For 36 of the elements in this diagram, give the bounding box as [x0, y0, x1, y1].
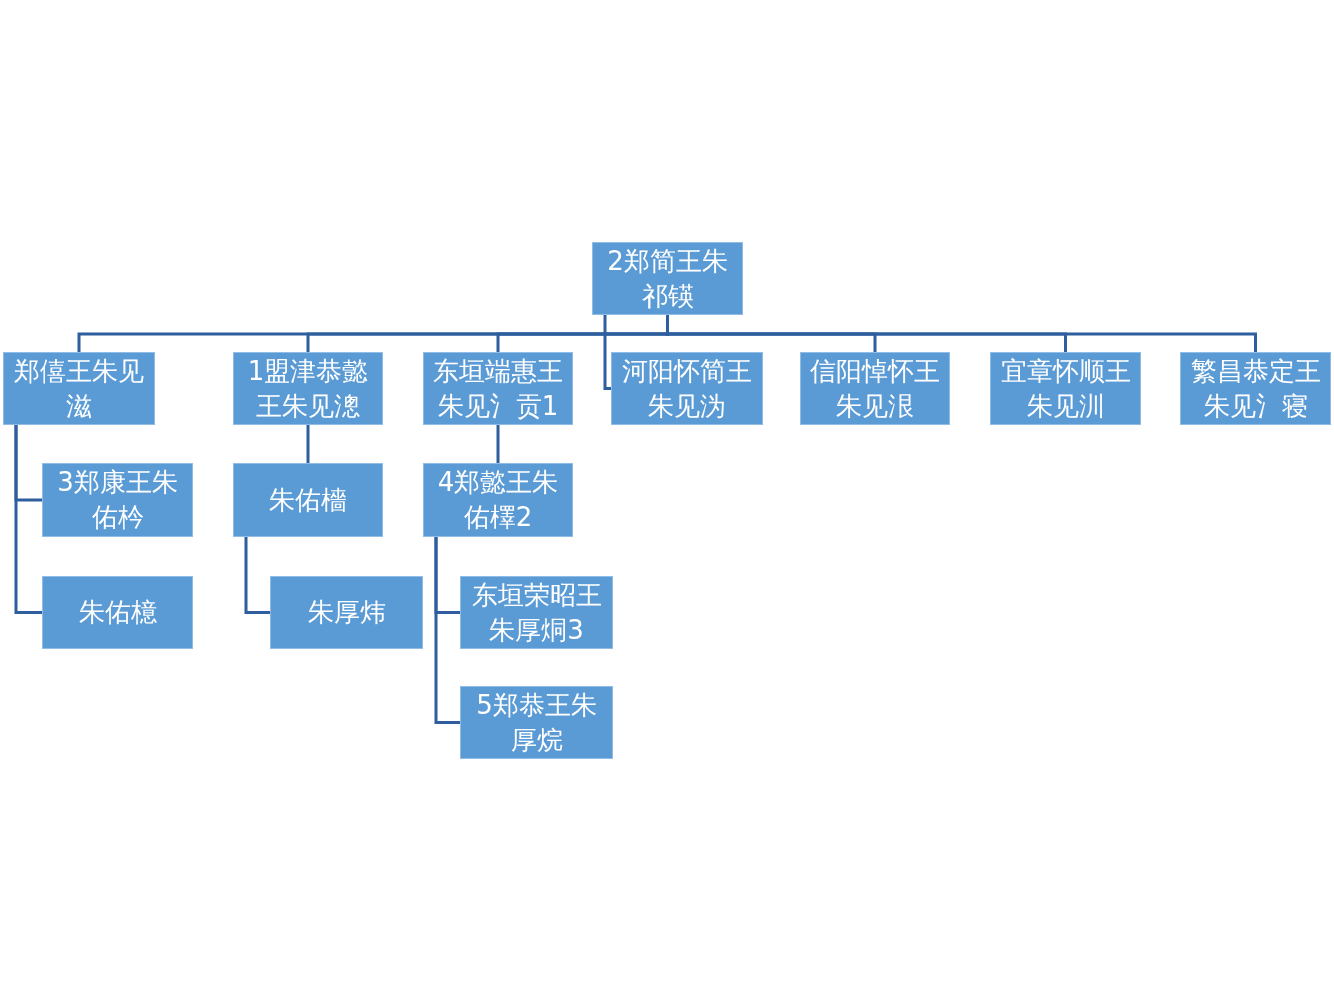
name-box	[42, 576, 193, 649]
name-box	[3, 352, 155, 425]
name-label: 东垣端惠王朱见氵贡1	[432, 354, 564, 423]
name-box	[592, 242, 743, 315]
name-label: 朱佑檣	[269, 483, 347, 517]
name-label: 郑僖王朱见滋	[13, 354, 145, 423]
connector-line	[306, 425, 310, 463]
name-label: 朱厚炜	[307, 596, 386, 629]
connector-line	[496, 425, 500, 463]
name-box	[423, 463, 573, 537]
name-box	[1180, 352, 1331, 425]
name-box	[460, 686, 613, 759]
name-label: 繁昌恭定王朱见氵寝	[1189, 354, 1322, 423]
connector-line	[14, 425, 42, 614]
name-label: 河阳怀简王朱见沩	[621, 354, 753, 423]
name-label: 东垣荣昭王朱厚烔3	[470, 578, 603, 647]
name-box	[990, 352, 1141, 425]
name-box	[800, 352, 950, 425]
name-box	[42, 463, 193, 537]
name-label: 3郑康王朱佑枔	[56, 466, 179, 534]
name-label: 宜章怀顺王朱见汌	[999, 354, 1132, 423]
name-box	[233, 352, 383, 425]
name-box	[460, 576, 613, 649]
name-label: 2郑简王朱祁锳	[606, 244, 729, 313]
name-box	[423, 352, 573, 425]
name-label: 1盟津恭懿王朱见漗	[246, 354, 370, 423]
name-box	[233, 463, 383, 537]
connector-line	[244, 537, 270, 614]
name-label: 5郑恭王朱厚烷	[475, 688, 598, 757]
connector-line	[603, 315, 611, 390]
name-label: 朱佑檍	[78, 596, 157, 629]
name-box	[611, 352, 763, 425]
connector-line	[434, 537, 460, 724]
name-label: 4郑懿王朱佑檡2	[436, 466, 560, 534]
name-box	[270, 576, 423, 649]
name-label: 信阳悼怀王朱见泿	[809, 354, 941, 423]
